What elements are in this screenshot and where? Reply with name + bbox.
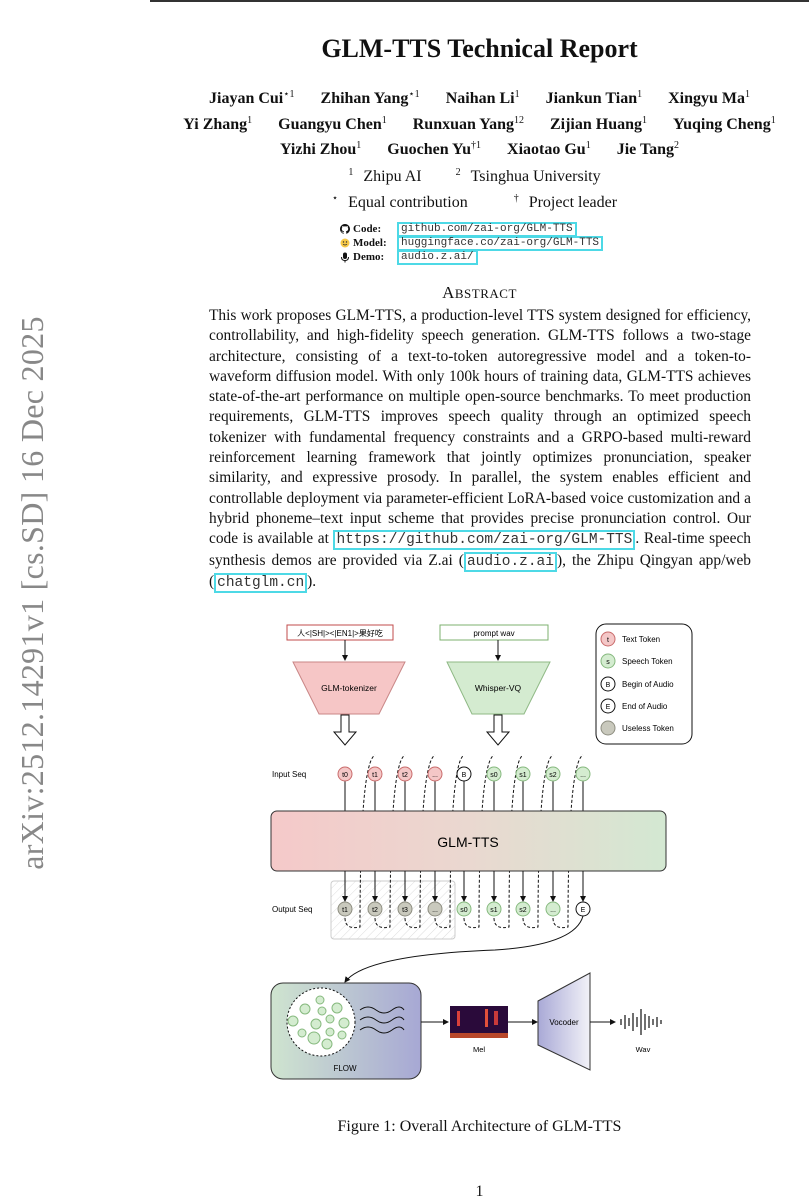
author: Jiayan Cui⋆1 [209,89,295,107]
demo-link[interactable]: audio.z.ai/ [397,249,478,265]
arxiv-stamp: arXiv:2512.14291v1 [cs.SD] 16 Dec 2025 [14,316,50,870]
github-icon [340,224,350,234]
svg-text:t1: t1 [372,772,378,779]
mel-spectrogram: Mel [450,1006,508,1054]
svg-text:GLM-TTS: GLM-TTS [437,834,498,850]
input-seq: t0 t1 t2 ... B s0 s1 s2 ... [337,766,591,811]
svg-text:Begin of Audio: Begin of Audio [622,680,674,689]
svg-text:...: ... [432,907,438,914]
figure-caption: Figure 1: Overall Architecture of GLM-TT… [337,1118,622,1135]
svg-text:Text Token: Text Token [622,635,660,644]
author: Runxuan Yang12 [412,114,524,133]
abstract-body: This work proposes GLM-TTS, a production… [209,307,752,593]
svg-text:s1: s1 [490,907,498,914]
author: Jie Tang2 [616,140,680,158]
author: Naihan Li1 [445,89,520,107]
svg-text:FLOW: FLOW [333,1064,357,1073]
svg-text:...: ... [550,907,556,914]
svg-text:s0: s0 [460,907,468,914]
svg-text:Useless Token: Useless Token [622,724,674,733]
footnote-equal: ⋆Equal contribution [331,193,468,211]
svg-text:t2: t2 [402,772,408,779]
app-url-link[interactable]: chatglm.cn [214,572,308,593]
svg-text:Input Seq: Input Seq [272,770,306,779]
svg-text:t1: t1 [342,907,348,914]
author: Yizhi Zhou1 [279,140,362,158]
svg-text:GLM-tokenizer: GLM-tokenizer [321,683,377,693]
author: Yi Zhang1 [183,114,253,133]
svg-text:End of Audio: End of Audio [622,702,668,711]
svg-text:Output Seq: Output Seq [272,905,312,914]
svg-text:s2: s2 [549,772,557,779]
svg-text:Speech Token: Speech Token [622,657,673,666]
svg-text:t3: t3 [402,907,408,914]
output-seq: t1 t2 t3 ... s0 s1 s2 ... E [337,871,591,917]
author: Guangyu Chen1 [278,114,387,133]
vocoder-block: Vocoder [537,972,591,1071]
waveform-icon [620,1009,662,1035]
prompt-wav-box: prompt wav [439,624,549,641]
svg-text:Wav: Wav [636,1045,651,1054]
code-url-link[interactable]: https://github.com/zai-org/GLM-TTS [333,530,636,551]
svg-text:Mel: Mel [473,1045,485,1054]
demo-link-row: Demo: audio.z.ai/ [340,249,603,265]
author: Zhihan Yang⋆1 [320,89,420,107]
svg-text:B: B [462,772,467,779]
author: Zijian Huang1 [549,114,648,133]
svg-text:s2: s2 [519,907,527,914]
svg-text:Vocoder: Vocoder [549,1018,579,1027]
author: Yuqing Cheng1 [673,114,776,133]
architecture-figure: 人<|SH|><|EN1|>果好吃 prompt wav GLM-tokeniz… [265,615,695,1090]
top-rule [150,0,809,2]
abstract-heading: ABSTRACT [442,283,517,302]
svg-text:...: ... [432,772,438,779]
svg-text:E: E [581,907,586,914]
svg-text:Whisper-VQ: Whisper-VQ [475,683,522,693]
code-link[interactable]: github.com/zai-org/GLM-TTS [397,221,577,237]
demo-url-link[interactable]: audio.z.ai [463,551,557,572]
author: Jiankun Tian1 [545,89,643,107]
svg-text:s: s [606,659,610,666]
svg-text:E: E [606,704,611,711]
svg-text:t0: t0 [342,772,348,779]
glm-tts-model-block: GLM-TTS [270,810,667,872]
text-input-box: 人<|SH|><|EN1|>果好吃 [286,624,394,641]
page-number: 1 [475,1183,484,1200]
author-list: Jiayan Cui⋆1 Zhihan Yang⋆1 Naihan Li1 Ji… [150,84,809,161]
model-link-row: Model: huggingface.co/zai-org/GLM-TTS [340,235,604,251]
svg-text:prompt wav: prompt wav [473,629,514,638]
svg-text:人<|SH|><|EN1|>果好吃: 人<|SH|><|EN1|>果好吃 [297,628,383,638]
whisper-vq-block: Whisper-VQ [446,661,551,715]
svg-text:t2: t2 [372,907,378,914]
svg-text:s1: s1 [519,772,527,779]
author-row-1: Jiayan Cui⋆1 Zhihan Yang⋆1 Naihan Li1 Ji… [150,84,809,110]
model-link[interactable]: huggingface.co/zai-org/GLM-TTS [397,235,604,251]
flow-block: FLOW [270,982,422,1080]
svg-text:t: t [607,637,609,644]
code-link-row: Code: github.com/zai-org/GLM-TTS [340,221,603,237]
author-row-3: Yizhi Zhou1 Guochen Yu†1 Xiaotao Gu1 Jie… [150,135,809,161]
glm-tokenizer-block: GLM-tokenizer [292,661,406,715]
svg-text:...: ... [580,772,586,779]
legend: t Text Token s Speech Token B Begin of A… [595,623,693,745]
svg-text:B: B [606,682,611,689]
svg-text:s0: s0 [490,772,498,779]
microphone-icon [341,252,349,262]
author-row-2: Yi Zhang1 Guangyu Chen1 Runxuan Yang12 Z… [150,110,809,136]
huggingface-icon [340,238,350,248]
author: Xiaotao Gu1 [507,140,591,158]
author: Guochen Yu†1 [387,140,482,158]
paper-title: GLM-TTS Technical Report [321,34,638,63]
footnote-leader: †Project leader [513,193,618,211]
resource-links: Code: github.com/zai-org/GLM-TTS Model: … [340,221,604,265]
author: Xingyu Ma1 [668,89,750,107]
